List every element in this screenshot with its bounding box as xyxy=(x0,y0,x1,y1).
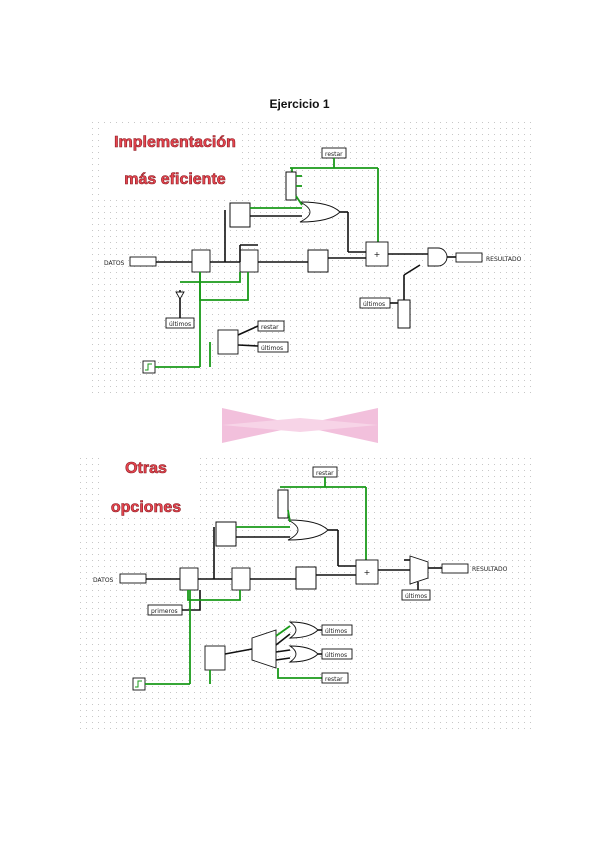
heading-opciones: opciones xyxy=(111,499,181,516)
adder-2 xyxy=(355,559,379,585)
splitter-restar xyxy=(285,171,297,201)
and-gate xyxy=(427,247,448,267)
restar-out-label-2: restar xyxy=(325,676,343,683)
resultado-label-2: RESULTADO xyxy=(472,566,508,573)
datos-label: DATOS xyxy=(104,260,125,267)
or-gate-1 xyxy=(288,621,319,639)
ultimos-label-left: últimos xyxy=(169,321,191,328)
resultado-output-pin-2[interactable] xyxy=(441,563,469,574)
section-divider xyxy=(222,408,378,443)
restar-out-label: restar xyxy=(261,324,279,331)
clock-1[interactable] xyxy=(142,360,156,374)
splitter-mid xyxy=(307,249,329,273)
resultado-output-pin[interactable] xyxy=(455,252,483,263)
ultimos-out-tunnel xyxy=(257,341,289,353)
restar-out-tunnel xyxy=(257,320,285,332)
restar-label: restar xyxy=(325,151,343,158)
or-gate-2 xyxy=(288,645,319,663)
heading-otras: Otras xyxy=(125,460,167,477)
register-3 xyxy=(179,567,199,591)
decoder xyxy=(251,629,277,669)
ultimos-tunnel-2 xyxy=(401,589,431,601)
multiplexer xyxy=(409,555,429,585)
heading-backdrop xyxy=(100,126,240,196)
datos-input-pin[interactable] xyxy=(129,256,157,267)
ultimos-tunnel-left xyxy=(165,317,195,329)
register-4 xyxy=(231,567,251,591)
heading-implementacion: Implementación xyxy=(114,134,236,151)
ultimos-out-tunnel-2 xyxy=(321,648,353,660)
heading-mas-eficiente: más eficiente xyxy=(124,171,225,188)
ultimos-out-label-2: últimos xyxy=(325,652,347,659)
counter-2 xyxy=(204,645,226,671)
circuit-1: Implementación más eficiente DATOS resta… xyxy=(92,118,532,398)
register-2 xyxy=(239,249,259,273)
xor-gate xyxy=(299,201,341,223)
splitter-top-2 xyxy=(215,521,237,547)
page-title: Ejercicio 1 xyxy=(269,97,330,111)
ultimos-label-2: últimos xyxy=(405,593,427,600)
heading-backdrop-2 xyxy=(100,457,200,517)
splitter-top xyxy=(229,202,251,228)
circuit-2: Otras opciones DATOS restar + xyxy=(76,455,531,730)
ultimos-out-label: últimos xyxy=(261,345,283,352)
datos-input-pin-2[interactable] xyxy=(119,573,147,584)
ultimos-out-tunnel-1 xyxy=(321,624,353,636)
adder-plus-icon: + xyxy=(374,250,381,259)
primeros-label: primeros xyxy=(151,608,178,615)
datos-label-2: DATOS xyxy=(93,577,114,584)
splitter-restar-2 xyxy=(277,489,289,519)
register-1 xyxy=(191,249,211,273)
xor-gate-2 xyxy=(287,519,329,541)
ultimos-label-right: últimos xyxy=(363,301,385,308)
restar-label-2: restar xyxy=(316,470,334,477)
control-block xyxy=(217,329,239,355)
clock-2[interactable] xyxy=(132,677,146,691)
adder-plus-icon-2: + xyxy=(364,568,371,577)
ultimos-out-label-1: últimos xyxy=(325,628,347,635)
resultado-label: RESULTADO xyxy=(486,256,522,263)
restar-out-tunnel-2 xyxy=(321,672,349,684)
not-gate xyxy=(175,291,185,300)
splitter-mid-2 xyxy=(295,566,317,590)
splitter-ultimos xyxy=(397,299,411,329)
